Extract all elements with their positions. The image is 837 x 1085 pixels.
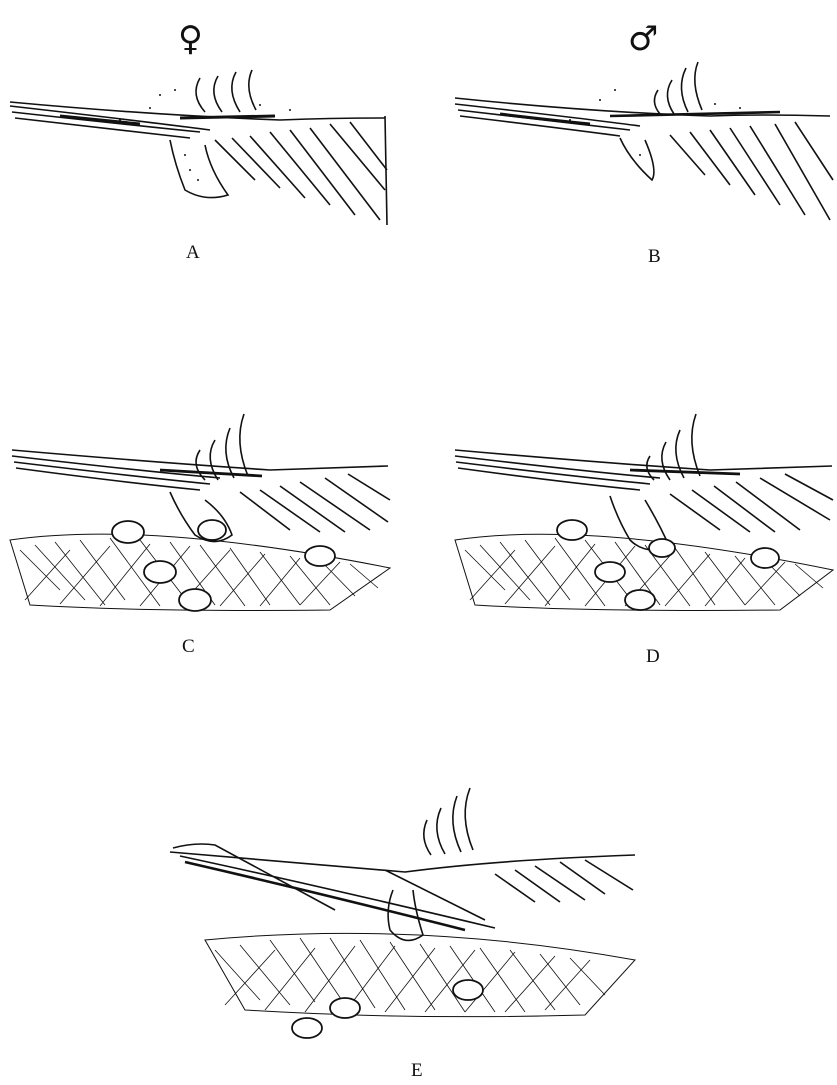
panel-c: C — [0, 400, 400, 620]
panel-b: ♂ B — [440, 20, 837, 240]
panel-label-c: C — [182, 636, 195, 658]
panel-d: D — [440, 400, 837, 620]
female-symbol-icon: ♀ — [178, 22, 203, 56]
fin-over-eggs-drawing-c — [0, 400, 400, 620]
panel-label-b: B — [648, 246, 661, 268]
panel-e: E — [165, 790, 645, 1020]
panel-a: ♀ A — [0, 20, 400, 240]
fin-pressed-to-eggs-drawing-e — [165, 790, 645, 1020]
panel-label-a: A — [186, 242, 200, 264]
fin-over-eggs-drawing-d — [440, 400, 837, 620]
panel-label-e: E — [411, 1060, 423, 1082]
panel-label-d: D — [646, 646, 660, 668]
male-symbol-icon: ♂ — [628, 22, 658, 56]
